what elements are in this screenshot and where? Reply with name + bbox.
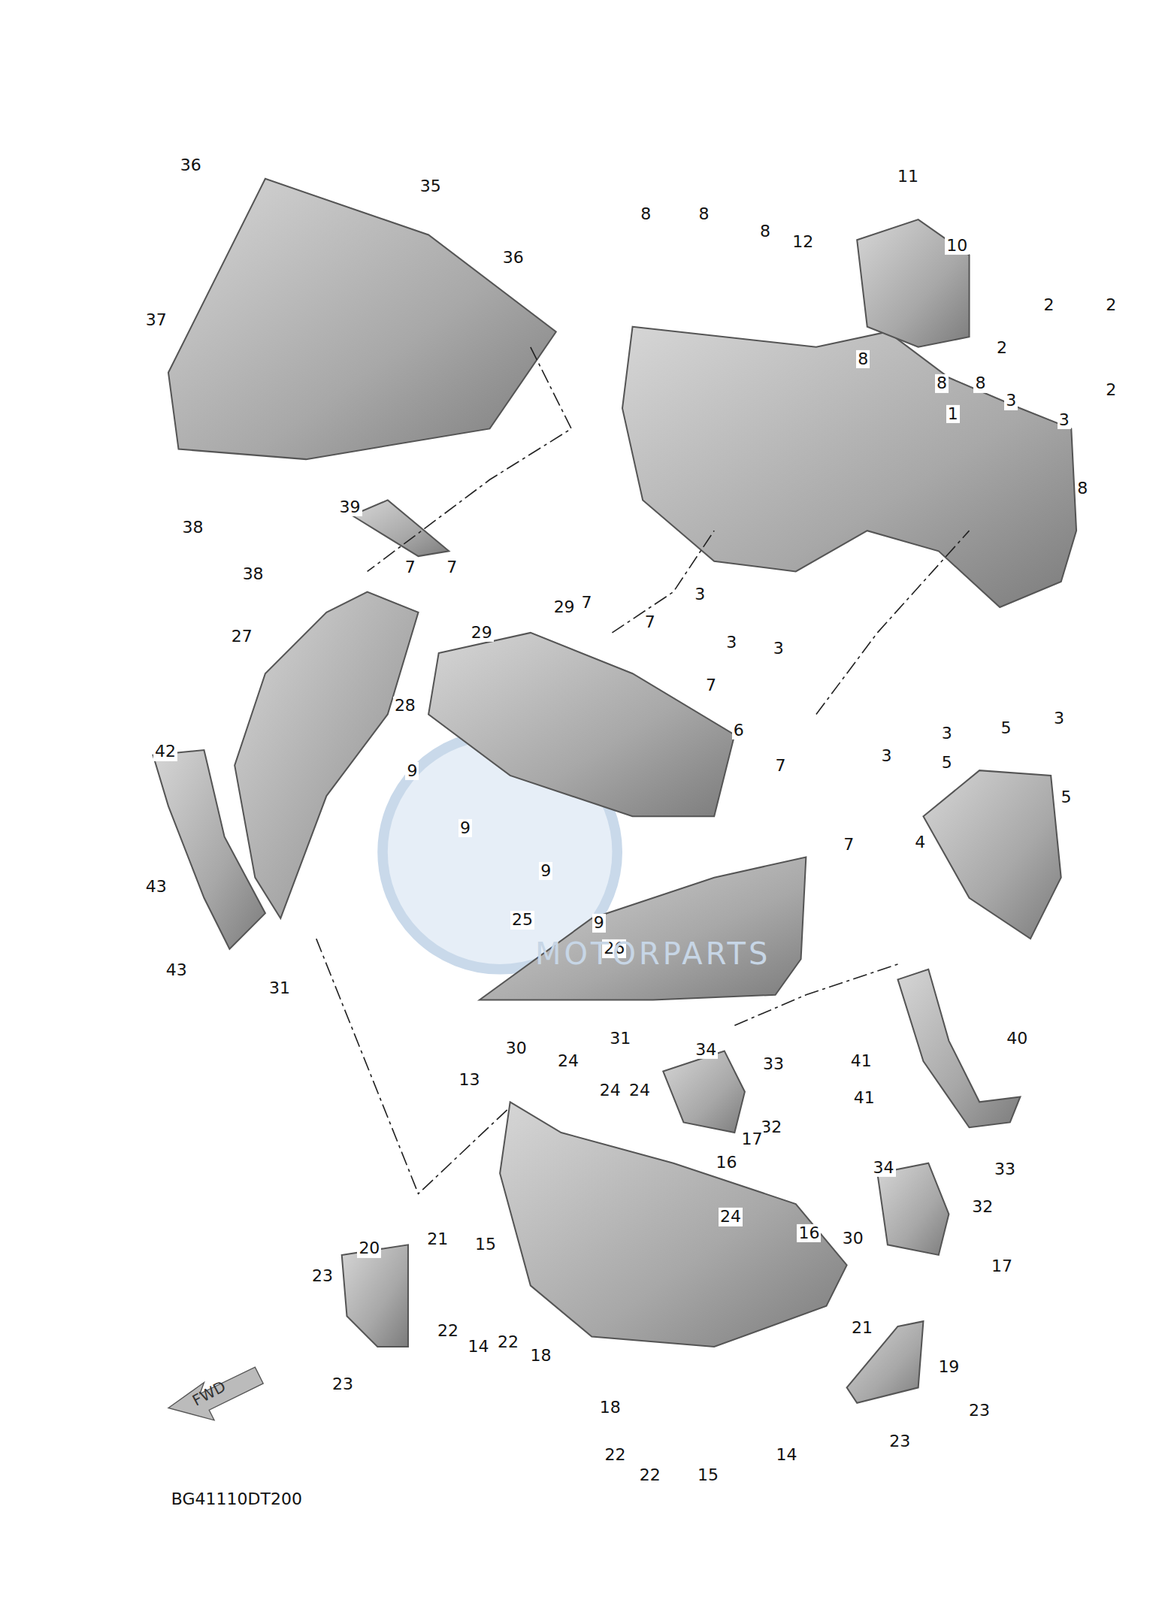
callout-number: 2 (1104, 296, 1118, 315)
callout-number: 20 (357, 1239, 382, 1258)
callout-number: 18 (598, 1398, 623, 1417)
watermark: MOTORPARTS (533, 937, 772, 971)
callout-number: 3 (880, 747, 894, 766)
callout-number: 8 (1075, 479, 1090, 498)
callout-number: 18 (528, 1346, 553, 1365)
callout-number: 31 (608, 1029, 633, 1048)
callout-number: 16 (714, 1153, 739, 1172)
callout-number: 10 (944, 236, 969, 255)
callout-number: 4 (913, 833, 927, 852)
callout-number: 23 (330, 1375, 355, 1394)
callout-number: 33 (761, 1055, 786, 1074)
callout-number: 7 (444, 558, 459, 577)
callout-number: 7 (773, 756, 787, 775)
callout-number: 15 (696, 1466, 721, 1485)
callout-number: 3 (1004, 391, 1018, 410)
callout-number: 22 (435, 1322, 460, 1341)
callout-number: 39 (338, 498, 363, 517)
callout-number: 7 (841, 835, 856, 854)
callout-number: 27 (229, 627, 255, 646)
callout-number: 23 (310, 1267, 335, 1286)
callout-number: 7 (580, 593, 594, 612)
callout-number: 38 (181, 518, 206, 537)
callout-number: 24 (718, 1207, 743, 1226)
callout-number: 14 (774, 1446, 799, 1465)
callout-number: 8 (935, 374, 949, 393)
callout-number: 3 (771, 639, 786, 658)
callout-number: 40 (1004, 1029, 1029, 1048)
callout-number: 24 (598, 1081, 623, 1100)
callout-number: 17 (739, 1130, 764, 1149)
callout-number: 35 (418, 177, 443, 196)
callout-number: 25 (510, 910, 535, 930)
callout-number: 30 (504, 1039, 529, 1058)
callout-number: 23 (887, 1432, 912, 1451)
callout-number: 14 (466, 1337, 491, 1356)
callout-number: 17 (989, 1256, 1014, 1275)
callout-number: 3 (1052, 709, 1066, 728)
callout-number: 43 (164, 961, 189, 980)
callout-number: 8 (638, 205, 653, 224)
callout-number: 9 (592, 913, 606, 933)
callout-number: 7 (403, 558, 418, 577)
callout-number: 15 (473, 1235, 498, 1254)
callout-number: 7 (643, 613, 657, 632)
callout-number: 43 (144, 877, 169, 896)
callout-number: 23 (967, 1401, 992, 1420)
callout-number: 2 (1104, 380, 1118, 399)
callout-number: 21 (850, 1319, 875, 1338)
callout-number: 11 (895, 167, 920, 186)
callout-number: 34 (693, 1040, 718, 1060)
callout-number: 13 (456, 1071, 482, 1090)
callout-number: 24 (627, 1081, 652, 1100)
callout-number: 8 (973, 374, 987, 393)
callout-number: 22 (638, 1466, 663, 1485)
callout-number: 3 (1057, 411, 1072, 430)
callout-number: 21 (425, 1230, 450, 1249)
callout-number: 5 (1059, 788, 1073, 807)
callout-number: 41 (849, 1052, 874, 1071)
callout-number: 29 (552, 598, 577, 617)
callout-number: 3 (940, 724, 954, 743)
callout-number: 6 (732, 721, 746, 740)
callout-number: 33 (992, 1159, 1017, 1178)
callout-number: 32 (970, 1198, 995, 1217)
callout-number: 34 (871, 1159, 896, 1178)
callout-number: 22 (603, 1446, 628, 1465)
callout-number: 5 (998, 719, 1013, 738)
callout-number: 1 (946, 405, 960, 424)
callout-number: 2 (995, 338, 1009, 358)
callout-number: 19 (936, 1358, 961, 1377)
callout-number: 5 (940, 753, 954, 772)
callout-number: 2 (1041, 296, 1056, 315)
callout-number: 36 (178, 156, 203, 175)
callout-number: 9 (405, 762, 419, 781)
callout-number: 3 (692, 585, 707, 604)
callout-number: 24 (556, 1052, 581, 1071)
callout-number: 7 (704, 676, 718, 695)
callout-number: 3 (724, 633, 739, 652)
callout-number: 9 (538, 862, 553, 881)
callout-number: 38 (241, 565, 266, 584)
callout-number: 12 (790, 233, 815, 252)
callout-number: 41 (852, 1088, 877, 1107)
callout-number: 31 (267, 979, 292, 998)
diagram-code: BG41110DT200 (169, 1490, 304, 1509)
callout-number: 37 (144, 311, 169, 330)
callout-number: 36 (501, 248, 526, 267)
callout-number: 22 (496, 1333, 521, 1352)
callout-number: 8 (697, 205, 712, 224)
callout-number: 29 (469, 623, 494, 642)
callout-number: 8 (758, 222, 772, 241)
callout-number: 42 (153, 742, 178, 761)
callout-number: 16 (796, 1224, 821, 1243)
callout-number: 9 (458, 819, 473, 838)
callout-number: 8 (856, 350, 870, 369)
callout-number: 28 (393, 696, 418, 715)
callout-number: 30 (841, 1229, 866, 1248)
